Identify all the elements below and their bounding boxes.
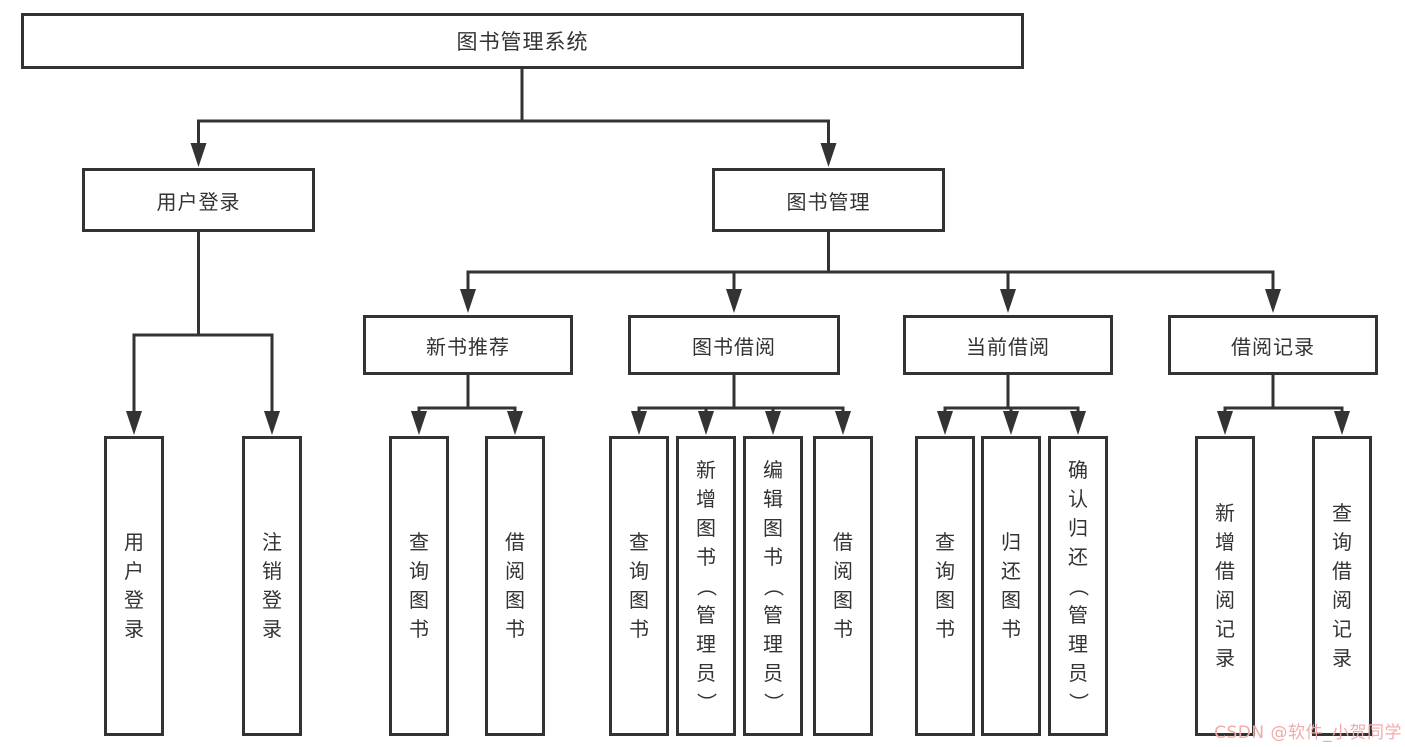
leaf-add-books-admin: 新增图书（管理员）	[676, 436, 736, 736]
node-user-login: 用户登录	[82, 168, 315, 232]
arrowhead-icons	[126, 143, 1350, 435]
leaf-query-books: 查询图书	[389, 436, 449, 736]
leaf-query-books-2: 查询图书	[609, 436, 669, 736]
leaf-query-borrow-record: 查询借阅记录	[1312, 436, 1372, 736]
watermark: CSDN @软件_小贺同学	[1214, 723, 1402, 743]
node-current-borrow: 当前借阅	[903, 315, 1113, 375]
leaf-add-borrow-record: 新增借阅记录	[1195, 436, 1255, 736]
node-borrow-records: 借阅记录	[1168, 315, 1378, 375]
node-book-management: 图书管理	[712, 168, 945, 232]
root-node-library-system: 图书管理系统	[21, 13, 1024, 69]
leaf-user-login: 用户登录	[104, 436, 164, 736]
node-book-borrow: 图书借阅	[628, 315, 840, 375]
node-new-book-recommend: 新书推荐	[363, 315, 573, 375]
leaf-logout: 注销登录	[242, 436, 302, 736]
leaf-borrow-books: 借阅图书	[485, 436, 545, 736]
leaf-confirm-return-admin: 确认归还（管理员）	[1048, 436, 1108, 736]
leaf-edit-books-admin: 编辑图书（管理员）	[743, 436, 803, 736]
leaf-query-books-3: 查询图书	[915, 436, 975, 736]
leaf-borrow-books-2: 借阅图书	[813, 436, 873, 736]
leaf-return-books: 归还图书	[981, 436, 1041, 736]
